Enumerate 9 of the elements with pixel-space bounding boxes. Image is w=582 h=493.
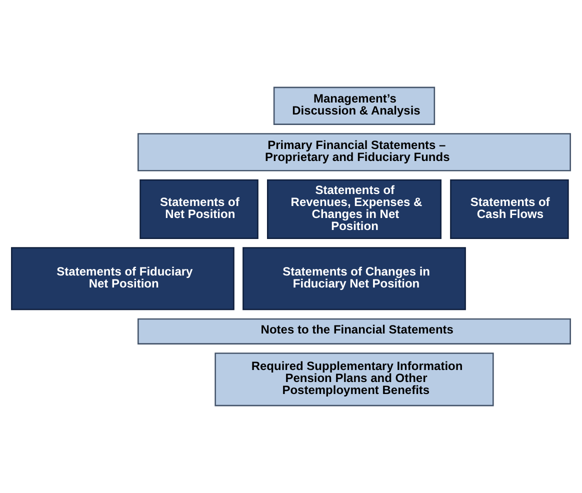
node-box: Notes to the Financial Statements — [138, 318, 571, 344]
node-box: Statements of Cash Flows — [450, 179, 569, 239]
node-box: Statements of Revenues, Expenses & Changes in Net Position — [267, 179, 442, 239]
node-box: Statements of Net Position — [140, 179, 258, 239]
node-box: Required Supplementary Information Pension Plans and Other Postemployment Benefits — [214, 352, 494, 406]
node-box: Management’s Discussion & Analysis — [273, 86, 436, 125]
node-box: Statements of Changes in Fiduciary Net Position — [242, 247, 466, 310]
node-box: Statements of Fiduciary Net Position — [11, 247, 234, 310]
node-box: Primary Financial Statements – Proprietary and Fiduciary Funds — [138, 133, 571, 172]
